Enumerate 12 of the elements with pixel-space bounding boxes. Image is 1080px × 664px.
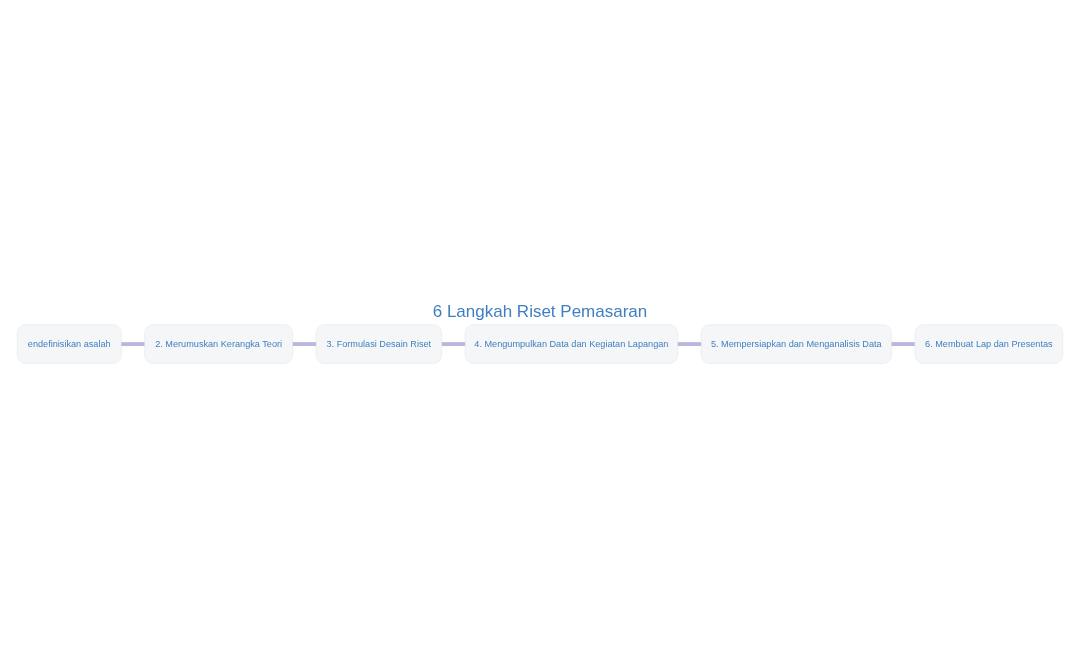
node-box: 4. Mengumpulkan Data dan Kegiatan Lapangan — [464, 324, 678, 364]
connector — [292, 342, 317, 347]
connector — [441, 342, 466, 347]
connector — [121, 342, 145, 347]
diagram-title: 6 Langkah Riset Pemasaran — [432, 301, 648, 321]
node-box: 2. Merumuskan Kerangka Teori — [144, 324, 293, 364]
node-box: 6. Membuat Lap dan Presentas — [914, 324, 1064, 364]
node-box: 3. Formulasi Desain Riset — [315, 324, 442, 364]
connector — [891, 342, 915, 347]
connector — [677, 342, 702, 347]
node-box: 5. Mempersiapkan dan Menganalisis Data — [700, 324, 892, 364]
node-box: endefinisikan asalah — [16, 324, 122, 364]
